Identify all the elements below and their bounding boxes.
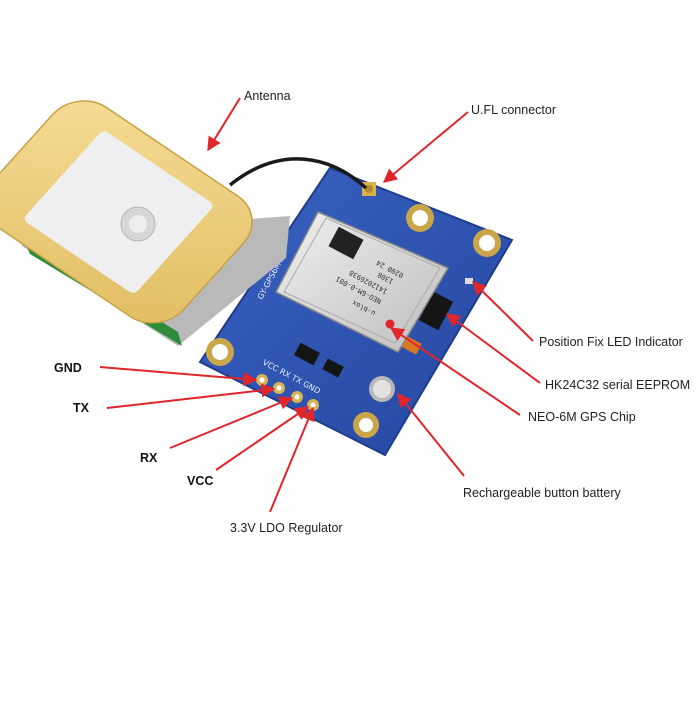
arrow-antenna [207,97,241,152]
label-led: Position Fix LED Indicator [539,335,683,349]
arrow-tx [106,383,276,409]
label-ldo: 3.3V LDO Regulator [230,521,343,535]
pin-label-vcc: VCC [187,474,214,488]
callout-arrows [99,97,541,513]
arrow-eeprom [445,313,541,384]
neo6m-module: u-blox NEO-6M-0-001 1412026938 1308 0200… [274,211,450,353]
label-battery: Rechargeable button battery [463,486,621,500]
eeprom-chip [418,291,454,331]
patch-antenna [0,100,290,346]
ldo-regulator [294,342,344,378]
antenna-cable [228,157,368,190]
arrow-rx [169,396,294,449]
mounting-holes [206,204,501,438]
pin-label-tx: TX [73,401,89,415]
pin-label-rx: RX [140,451,158,465]
label-gps-chip: NEO-6M GPS Chip [528,410,636,424]
arrow-chip [389,327,521,416]
arrow-gnd [99,366,258,386]
button-battery [369,376,395,402]
arrow-battery [397,392,465,477]
led [465,278,473,284]
pin-label-gnd: GND [54,361,82,375]
label-ufl-connector: U.FL connector [471,103,556,117]
label-antenna: Antenna [244,89,291,103]
arrow-vcc [215,406,310,471]
arrow-ldo [269,406,315,513]
arrow-ufl [382,111,469,183]
label-eeprom: HK24C32 serial EEPROM [545,378,691,392]
chip-red-dot [385,319,395,329]
arrow-led [472,281,534,342]
qr-code [328,226,364,260]
